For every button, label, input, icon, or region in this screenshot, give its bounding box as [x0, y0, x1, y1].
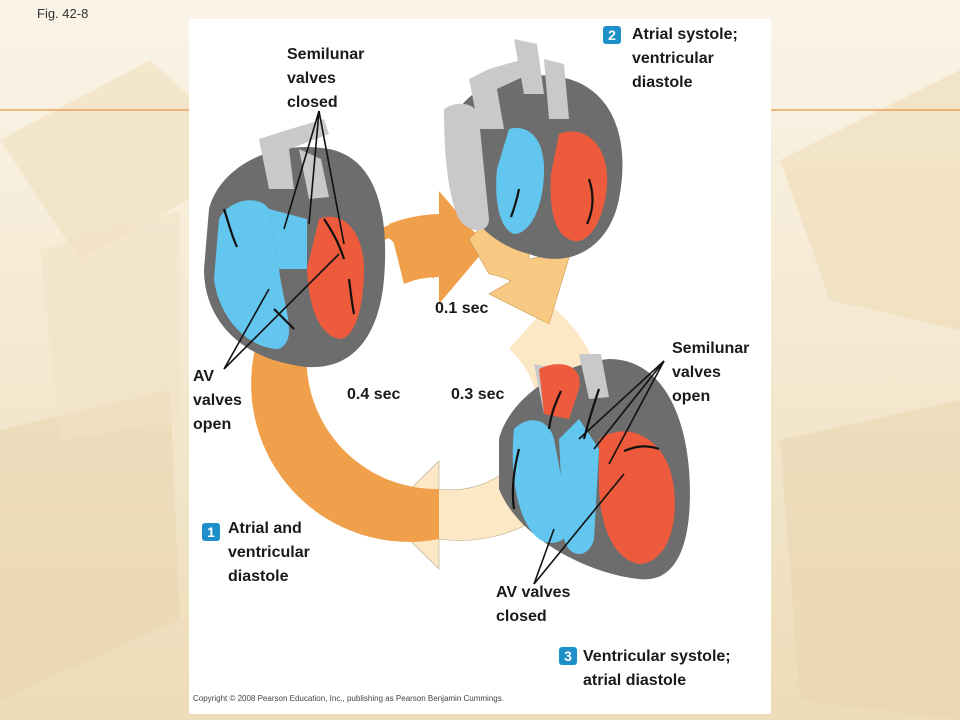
av-valves-open-label: AV valves open — [193, 368, 242, 433]
semilunar-valves-open-label: Semilunar valves open — [672, 340, 750, 405]
figure-reference: Fig. 42-8 — [37, 6, 89, 21]
heart-phase-2 — [444, 39, 623, 259]
blood-flow-arrows — [222, 178, 660, 510]
phase-3-badge: 3 — [559, 647, 577, 665]
figure-panel: 2 Atrial systole; ventricular diastole S… — [189, 19, 771, 714]
semilunar-valves-closed-label: Semilunar valves closed — [287, 46, 365, 111]
duration-0-3-sec: 0.3 sec — [451, 386, 505, 403]
av-valves-closed-label: AV valves closed — [496, 584, 571, 625]
heart-phase-3 — [499, 354, 690, 580]
duration-0-4-sec: 0.4 sec — [347, 386, 401, 403]
phase-1-badge: 1 — [202, 523, 220, 541]
phase-2-label: Atrial systole; ventricular diastole — [632, 26, 738, 91]
cardiac-cycle-diagram — [204, 39, 690, 585]
phase-3-label: Ventricular systole; atrial diastole — [583, 648, 731, 689]
heart-phase-1 — [204, 119, 386, 368]
phase-1-label: Atrial and ventricular diastole — [228, 520, 310, 585]
phase-2-badge: 2 — [603, 26, 621, 44]
label-pointers — [223, 110, 665, 585]
duration-0-1-sec: 0.1 sec — [435, 300, 489, 317]
copyright-notice: Copyright © 2008 Pearson Education, Inc.… — [193, 694, 504, 703]
